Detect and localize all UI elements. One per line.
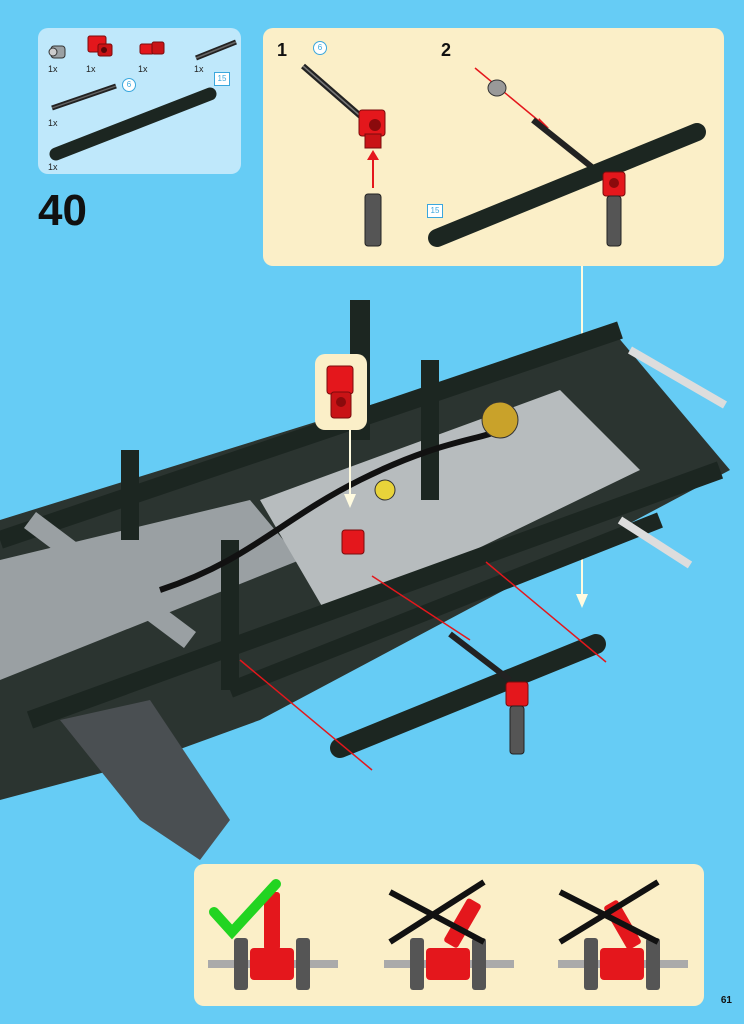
- qty-label: 1x: [48, 64, 58, 74]
- length-callout: 15: [427, 204, 443, 218]
- beam-icon: [49, 87, 217, 161]
- qty-label: 1x: [194, 64, 204, 74]
- step-number: 40: [38, 186, 87, 235]
- part-inset-callout: [315, 354, 367, 430]
- axle-icon: [195, 39, 237, 61]
- sub-step-number: 2: [441, 40, 452, 60]
- correct-example: [208, 879, 338, 990]
- qty-label: 1x: [86, 64, 96, 74]
- orientation-check-panel: [194, 864, 704, 1006]
- incorrect-example: [558, 879, 688, 990]
- qty-label: 1x: [48, 162, 58, 172]
- length-callout: 6: [122, 78, 136, 92]
- red-cross-block-icon: [87, 35, 113, 57]
- qty-label: 1x: [138, 64, 148, 74]
- red-cross-block-icon: [326, 365, 354, 419]
- long-axle-icon: [51, 83, 117, 111]
- sub-assembly-panel: 1 6 2 15: [263, 28, 724, 266]
- sub-step-number: 1: [277, 40, 288, 60]
- bush-icon: [48, 45, 66, 59]
- parts-list-panel: 1x 1x 1x 1x 1x 1x 6 15: [38, 28, 241, 174]
- sub-assembly-illustration: [301, 63, 706, 247]
- incorrect-example: [384, 879, 514, 990]
- length-callout: 15: [214, 72, 230, 86]
- length-callout: 6: [313, 41, 327, 55]
- page-number: 61: [720, 995, 732, 1006]
- qty-label: 1x: [48, 118, 58, 128]
- parts-illustration: [48, 35, 237, 161]
- orientation-check-illustration: [208, 879, 688, 990]
- red-connector-icon: [139, 41, 165, 55]
